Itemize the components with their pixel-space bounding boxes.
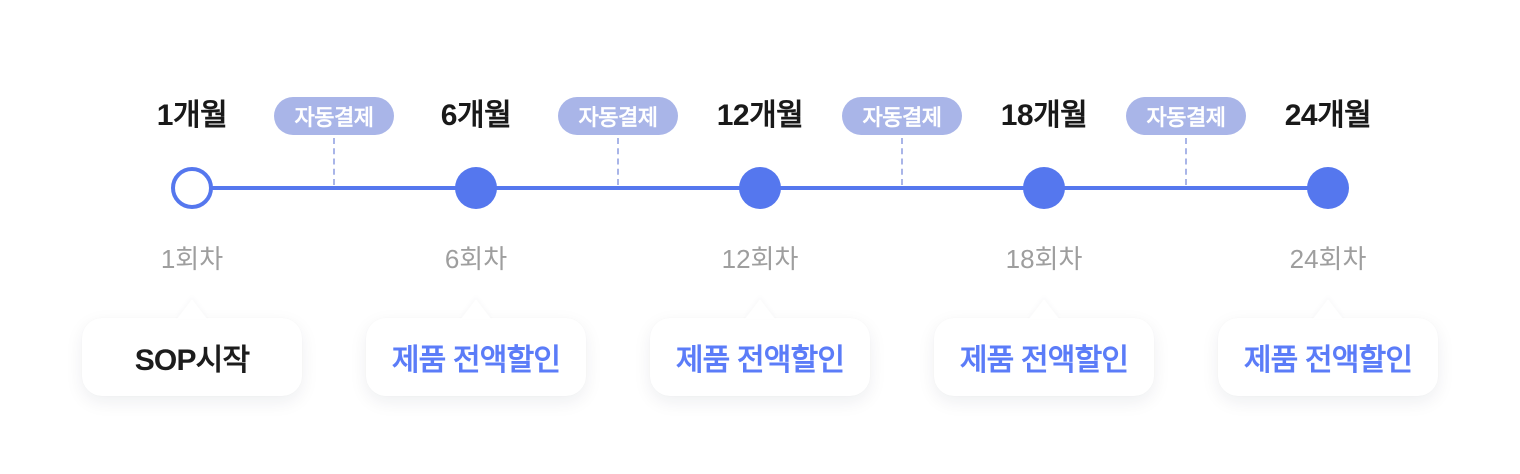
timeline-node <box>455 167 497 209</box>
pill-label: 자동결제 <box>1146 105 1226 130</box>
speech-bubble: 제품 전액할인 <box>934 299 1154 396</box>
bubble-label: 제품 전액할인 <box>675 344 845 377</box>
auto-payment-pill: 자동결제 <box>842 97 962 135</box>
speech-bubble-pointer <box>461 299 491 319</box>
dashed-connector <box>901 138 903 185</box>
bubble-label: SOP시작 <box>134 344 250 377</box>
speech-bubble: 제품 전액할인 <box>1218 299 1438 396</box>
timeline-node <box>1023 167 1065 209</box>
bubble-label: 제품 전액할인 <box>959 344 1129 377</box>
pill-label: 자동결제 <box>862 105 942 130</box>
month-label: 1개월 <box>156 99 228 132</box>
dashed-connector <box>333 138 335 185</box>
round-label: 1회차 <box>160 244 224 274</box>
round-label: 18회차 <box>1005 244 1083 274</box>
speech-bubble: SOP시작 <box>82 299 302 396</box>
round-label: 12회차 <box>721 244 799 274</box>
speech-bubble: 제품 전액할인 <box>366 299 586 396</box>
auto-payment-pill: 자동결제 <box>558 97 678 135</box>
month-label: 6개월 <box>440 99 512 132</box>
speech-bubble-pointer <box>1313 299 1343 319</box>
timeline-node <box>1307 167 1349 209</box>
pill-label: 자동결제 <box>578 105 658 130</box>
speech-bubble-pointer <box>177 299 207 319</box>
auto-payment-pill: 자동결제 <box>274 97 394 135</box>
timeline-node <box>739 167 781 209</box>
month-label: 24개월 <box>1284 99 1372 132</box>
month-label: 18개월 <box>1000 99 1088 132</box>
round-label: 6회차 <box>444 244 508 274</box>
round-label: 24회차 <box>1289 244 1367 274</box>
dashed-connector <box>617 138 619 185</box>
speech-bubble: 제품 전액할인 <box>650 299 870 396</box>
bubble-label: 제품 전액할인 <box>391 344 561 377</box>
speech-bubble-pointer <box>745 299 775 319</box>
auto-payment-pill: 자동결제 <box>1126 97 1246 135</box>
speech-bubble-pointer <box>1029 299 1059 319</box>
pill-label: 자동결제 <box>294 105 374 130</box>
month-label: 12개월 <box>716 99 804 132</box>
timeline-node-outline <box>171 167 213 209</box>
bubble-label: 제품 전액할인 <box>1243 344 1413 377</box>
dashed-connector <box>1185 138 1187 185</box>
